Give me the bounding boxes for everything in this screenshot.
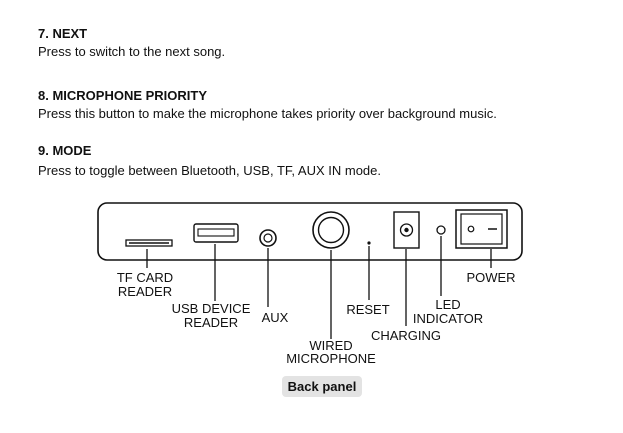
- label-power: POWER: [466, 270, 515, 285]
- label-tf-card-reader: READER: [118, 284, 172, 299]
- aux-jack: [259, 229, 277, 247]
- leader-lines: [146, 236, 492, 339]
- label-usb-device: USB DEVICE: [172, 301, 251, 316]
- label-led: LED: [435, 297, 460, 312]
- power-switch: [455, 209, 508, 249]
- led-indicator: [436, 225, 446, 235]
- reset-pinhole: [367, 241, 371, 245]
- usb-port: [193, 223, 239, 243]
- charging-port: [393, 211, 420, 249]
- back-panel-caption: Back panel: [282, 376, 362, 397]
- label-aux: AUX: [262, 310, 289, 325]
- label-tf-card: TF CARD: [117, 270, 173, 285]
- label-wired: WIRED: [309, 338, 352, 353]
- label-indicator: INDICATOR: [413, 311, 483, 326]
- section-next-title: 7. NEXT: [38, 26, 88, 41]
- tf-card-slot: [125, 239, 173, 247]
- wired-microphone-jack: [312, 211, 350, 249]
- section-mic-priority-body: Press this button to make the microphone…: [38, 106, 497, 121]
- section-mode-title: 9. MODE: [38, 143, 92, 158]
- section-mode-body: Press to toggle between Bluetooth, USB, …: [38, 163, 381, 178]
- label-charging: CHARGING: [371, 328, 441, 343]
- section-mic-priority-title: 8. MICROPHONE PRIORITY: [38, 88, 208, 103]
- section-next-body: Press to switch to the next song.: [38, 44, 226, 59]
- label-reset: RESET: [346, 302, 389, 317]
- label-usb-reader: READER: [184, 315, 238, 330]
- label-microphone: MICROPHONE: [286, 351, 376, 366]
